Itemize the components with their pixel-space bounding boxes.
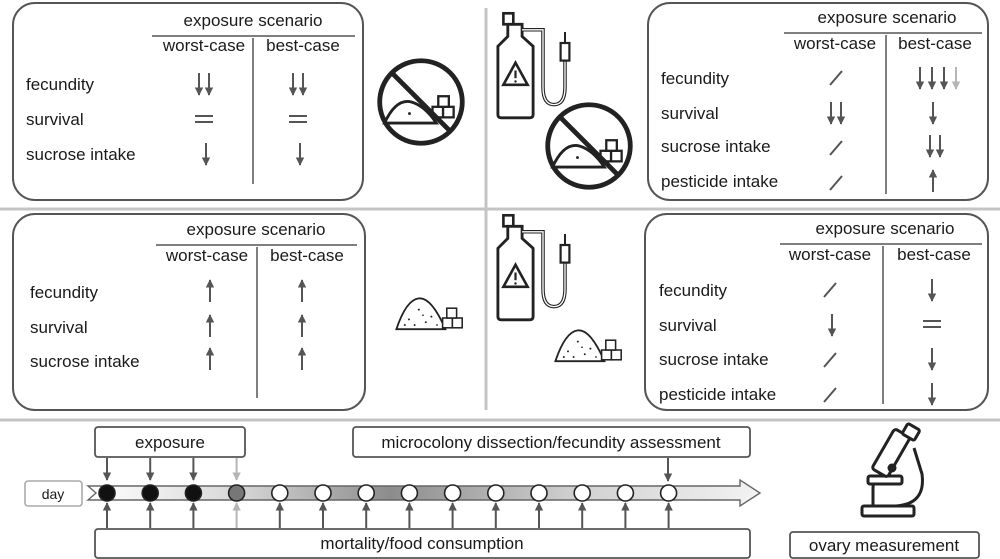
ovary-label: ovary measurement [809, 536, 960, 555]
panel-frame [12, 213, 366, 411]
effect-symbol [823, 387, 837, 403]
effect-symbol [915, 67, 961, 90]
timeline-arrow [86, 478, 762, 508]
slash-mark [829, 175, 843, 191]
panel-frame [647, 2, 989, 201]
pesticide-bottle-icon [496, 11, 572, 120]
day-dot [141, 484, 159, 502]
dissection-box [352, 426, 751, 458]
row-label-survival: survival [661, 104, 719, 123]
effect-symbol [823, 352, 837, 368]
effect-symbol [925, 135, 945, 158]
column-worst-case: worst-case [788, 245, 871, 264]
day-dot [184, 484, 203, 502]
exposure-label: exposure [135, 433, 205, 452]
row-label-fecundity: fecundity [659, 281, 728, 300]
row-label-pesticide-intake: pesticide intake [661, 172, 778, 191]
day-dot [314, 484, 332, 502]
day-dot [98, 484, 116, 502]
panel-heading: exposure scenario [184, 11, 323, 30]
effect-symbol [823, 282, 837, 298]
effect-symbol [923, 320, 941, 328]
panel-top-left: exposure scenario worst-case best-case f… [12, 2, 364, 201]
effect-symbol [829, 70, 843, 86]
row-label-sucrose-intake: sucrose intake [26, 145, 136, 164]
dissection-label: microcolony dissection/fecundity assessm… [381, 433, 720, 452]
row-label-sucrose-intake: sucrose intake [661, 137, 771, 156]
exposure-box [94, 426, 246, 458]
sugar-pile-icon [395, 297, 464, 331]
panel-top-right: exposure scenario worst-case best-case f… [647, 2, 989, 201]
sugar-pile-icon [554, 329, 623, 363]
day-dot [530, 484, 548, 502]
row-label-survival: survival [26, 110, 84, 129]
row-label-sucrose-intake: sucrose intake [659, 350, 769, 369]
effect-symbol [829, 175, 843, 191]
day-dot [616, 484, 635, 502]
mortality-box [94, 528, 751, 559]
day-dot [270, 484, 289, 502]
row-label-fecundity: fecundity [26, 75, 95, 94]
slash-mark [823, 352, 837, 368]
effect-symbol [289, 115, 307, 123]
effect-symbol [288, 73, 308, 96]
panel-heading: exposure scenario [187, 220, 326, 239]
no-sugar-icon [548, 105, 631, 188]
day-dot [486, 484, 505, 502]
column-best-case: best-case [897, 245, 971, 264]
ovary-box [789, 531, 980, 559]
slash-mark [829, 140, 843, 156]
day-label: day [42, 486, 65, 502]
panel-bottom-left: exposure scenario worst-case best-case f… [12, 213, 366, 411]
no-sugar-icon [380, 61, 463, 144]
row-label-survival: survival [659, 316, 717, 335]
panel-bottom-right: exposure scenario worst-case best-case f… [644, 213, 989, 411]
day-dot [400, 484, 419, 502]
mortality-label: mortality/food consumption [320, 534, 523, 553]
panel-frame [644, 213, 989, 411]
column-best-case: best-case [270, 246, 344, 265]
day-dot [357, 484, 376, 502]
microscope-icon [860, 422, 924, 518]
pesticide-bottle-icon [496, 213, 572, 322]
day-box [24, 480, 83, 507]
row-label-fecundity: fecundity [30, 283, 99, 302]
column-worst-case: worst-case [162, 36, 245, 55]
effect-symbol [826, 102, 846, 125]
column-worst-case: worst-case [165, 246, 248, 265]
day-dot [659, 484, 678, 502]
day-dot [573, 484, 592, 502]
slash-mark [823, 387, 837, 403]
row-label-pesticide-intake: pesticide intake [659, 385, 776, 404]
effect-symbol [195, 115, 213, 123]
row-label-fecundity: fecundity [661, 69, 730, 88]
day-markers [98, 458, 678, 528]
panel-heading: exposure scenario [816, 219, 955, 238]
panel-heading: exposure scenario [818, 8, 957, 27]
effect-symbol [829, 140, 843, 156]
slash-mark [829, 70, 843, 86]
slash-mark [823, 282, 837, 298]
experiment-timeline: exposure microcolony dissection/fecundit… [24, 426, 980, 559]
day-dot [443, 484, 462, 502]
column-best-case: best-case [266, 36, 340, 55]
column-best-case: best-case [898, 34, 972, 53]
column-worst-case: worst-case [793, 34, 876, 53]
panel-frame [12, 2, 364, 201]
row-label-survival: survival [30, 318, 88, 337]
effect-symbol [194, 73, 214, 96]
day-dot [227, 484, 246, 502]
row-label-sucrose-intake: sucrose intake [30, 352, 140, 371]
